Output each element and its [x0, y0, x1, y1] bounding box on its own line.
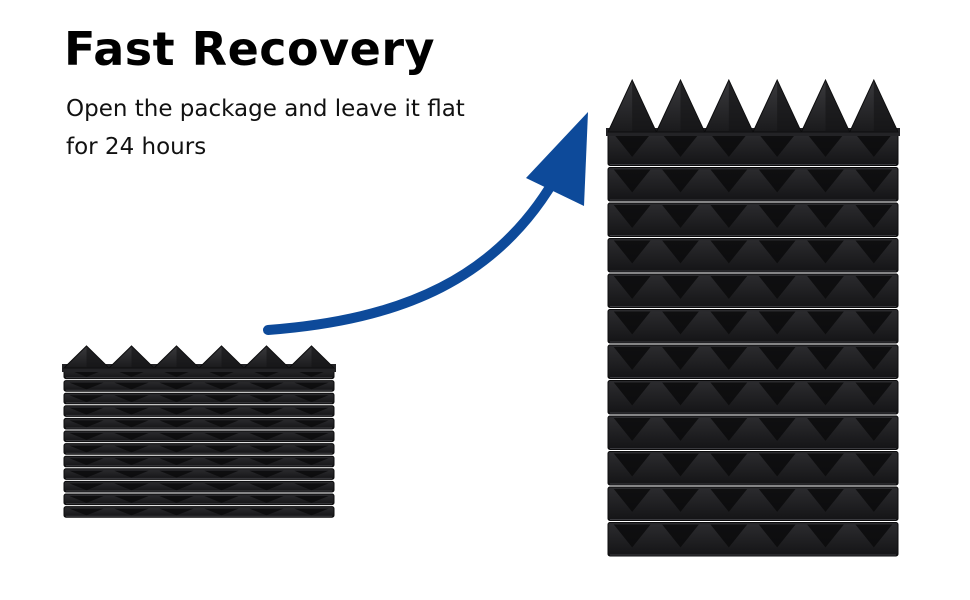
compressed-foam-slab: [63, 468, 335, 480]
compressed-foam-top: [62, 345, 336, 372]
expanded-foam-stack: [606, 78, 900, 557]
compressed-foam-slab: [63, 405, 335, 417]
compressed-foam-slab: [63, 417, 335, 430]
expanded-foam-slab: [607, 167, 899, 202]
expanded-foam-slab: [607, 380, 899, 415]
compressed-foam-slab: [63, 493, 335, 506]
expanded-foam-slab: [607, 273, 899, 308]
compressed-foam-stack: [62, 345, 336, 518]
compressed-foam-slab: [63, 443, 335, 455]
expanded-foam-slab: [607, 309, 899, 344]
page-title: Fast Recovery: [64, 22, 435, 76]
expanded-foam-slab: [607, 451, 899, 486]
compressed-foam-slab: [63, 480, 335, 493]
compressed-foam-slab: [63, 506, 335, 518]
expanded-foam-slab: [607, 486, 899, 521]
curved-arrow-icon: [263, 112, 588, 335]
expanded-foam-slab: [607, 415, 899, 450]
expanded-foam-slab: [607, 344, 899, 379]
expanded-foam-slab: [607, 202, 899, 237]
expanded-foam-slab: [607, 522, 899, 557]
expanded-foam-slab: [607, 131, 899, 166]
expanded-foam-top: [606, 78, 900, 136]
expanded-foam-slab: [607, 238, 899, 273]
compressed-foam-slab: [63, 430, 335, 443]
compressed-foam-slab: [63, 392, 335, 405]
compressed-foam-slab: [63, 380, 335, 392]
page-subtitle: Open the package and leave it flat for 2…: [66, 96, 465, 160]
compressed-foam-slab: [63, 455, 335, 468]
